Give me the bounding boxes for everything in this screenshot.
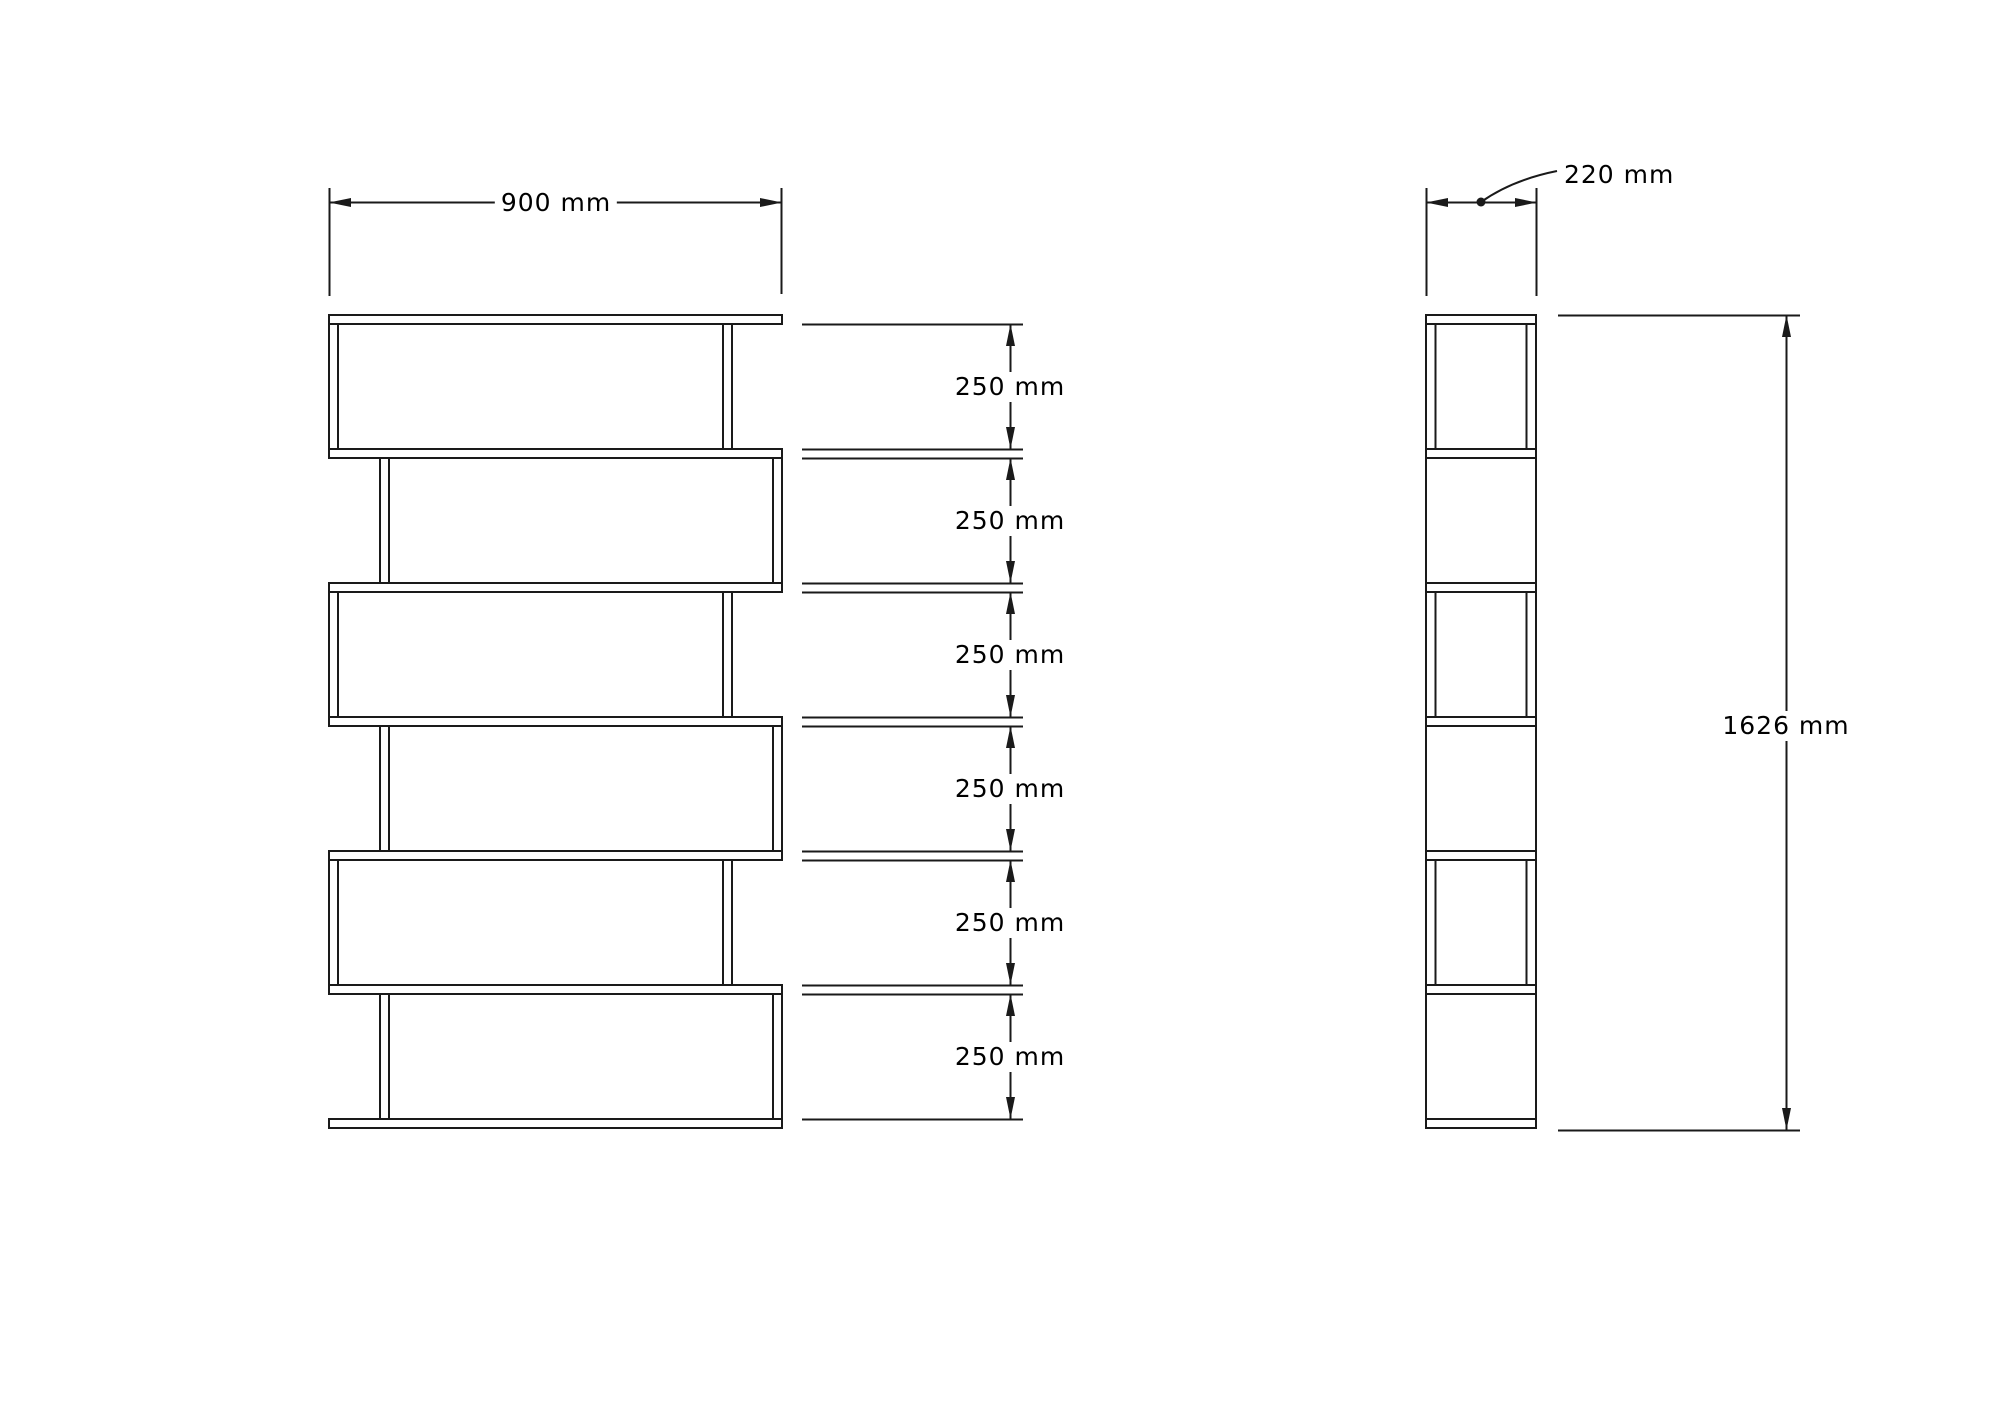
front-left-panel: [379, 457, 390, 584]
side-shelf: [1425, 850, 1537, 861]
row-dim-label: 250 mm: [948, 372, 1072, 402]
row-dimensions: [802, 323, 1023, 1121]
front-left-panel: [328, 591, 339, 718]
row-dim-label: 250 mm: [948, 774, 1072, 804]
arrowhead-down: [1006, 695, 1015, 717]
side-view: [1425, 314, 1537, 1129]
arrowhead-down: [1782, 1108, 1791, 1130]
arrowhead-down: [1006, 963, 1015, 985]
front-right-panel: [722, 323, 733, 450]
side-inner-panel-lines: [1434, 324, 1528, 985]
arrowhead-down: [1006, 829, 1015, 851]
front-shelves: [328, 314, 783, 1129]
front-view: [328, 314, 783, 1129]
arrowhead-up: [1782, 315, 1791, 337]
front-left-panel: [379, 993, 390, 1120]
height-dim-label: 1626 mm: [1716, 711, 1856, 741]
arrowhead-up: [1006, 860, 1015, 882]
front-shelf: [328, 850, 783, 861]
row-dim-label: 250 mm: [948, 908, 1072, 938]
front-right-panel: [722, 859, 733, 986]
depth-dimension: [1425, 170, 1558, 296]
front-shelf: [328, 1118, 783, 1129]
side-shelf: [1425, 448, 1537, 459]
row-dim-label: 250 mm: [948, 640, 1072, 670]
front-shelf: [328, 716, 783, 727]
row-dim-label: 250 mm: [948, 1042, 1072, 1072]
arrowhead-right: [760, 198, 782, 207]
arrowhead-up: [1006, 726, 1015, 748]
front-row-panels: [328, 323, 783, 1120]
front-left-panel: [379, 725, 390, 852]
front-shelf: [328, 984, 783, 995]
arrowhead-up: [1006, 592, 1015, 614]
front-shelf: [328, 448, 783, 459]
front-shelf: [328, 314, 783, 325]
side-shelf: [1425, 314, 1537, 325]
arrowhead-down: [1006, 1097, 1015, 1119]
front-left-panel: [328, 323, 339, 450]
leader-line: [1480, 170, 1558, 203]
front-left-panel: [328, 859, 339, 986]
side-outline: [1425, 314, 1537, 1129]
side-shelf: [1425, 716, 1537, 727]
depth-dim-label: 220 mm: [1560, 160, 1679, 190]
arrowhead-up: [1006, 458, 1015, 480]
side-shelf: [1425, 1118, 1537, 1129]
front-shelf: [328, 582, 783, 593]
arrowhead-right: [1515, 198, 1537, 207]
arrowhead-up: [1006, 324, 1015, 346]
arrowhead-left: [329, 198, 351, 207]
side-shelf: [1425, 984, 1537, 995]
front-right-panel: [772, 457, 783, 584]
arrowhead-left: [1426, 198, 1448, 207]
front-right-panel: [772, 725, 783, 852]
arrowhead-down: [1006, 561, 1015, 583]
arrowhead-down: [1006, 427, 1015, 449]
row-dim-label: 250 mm: [948, 506, 1072, 536]
side-shelves: [1425, 314, 1537, 1129]
width-dim-label: 900 mm: [494, 188, 618, 218]
side-shelf: [1425, 582, 1537, 593]
arrowhead-up: [1006, 994, 1015, 1016]
front-right-panel: [772, 993, 783, 1120]
front-right-panel: [722, 591, 733, 718]
